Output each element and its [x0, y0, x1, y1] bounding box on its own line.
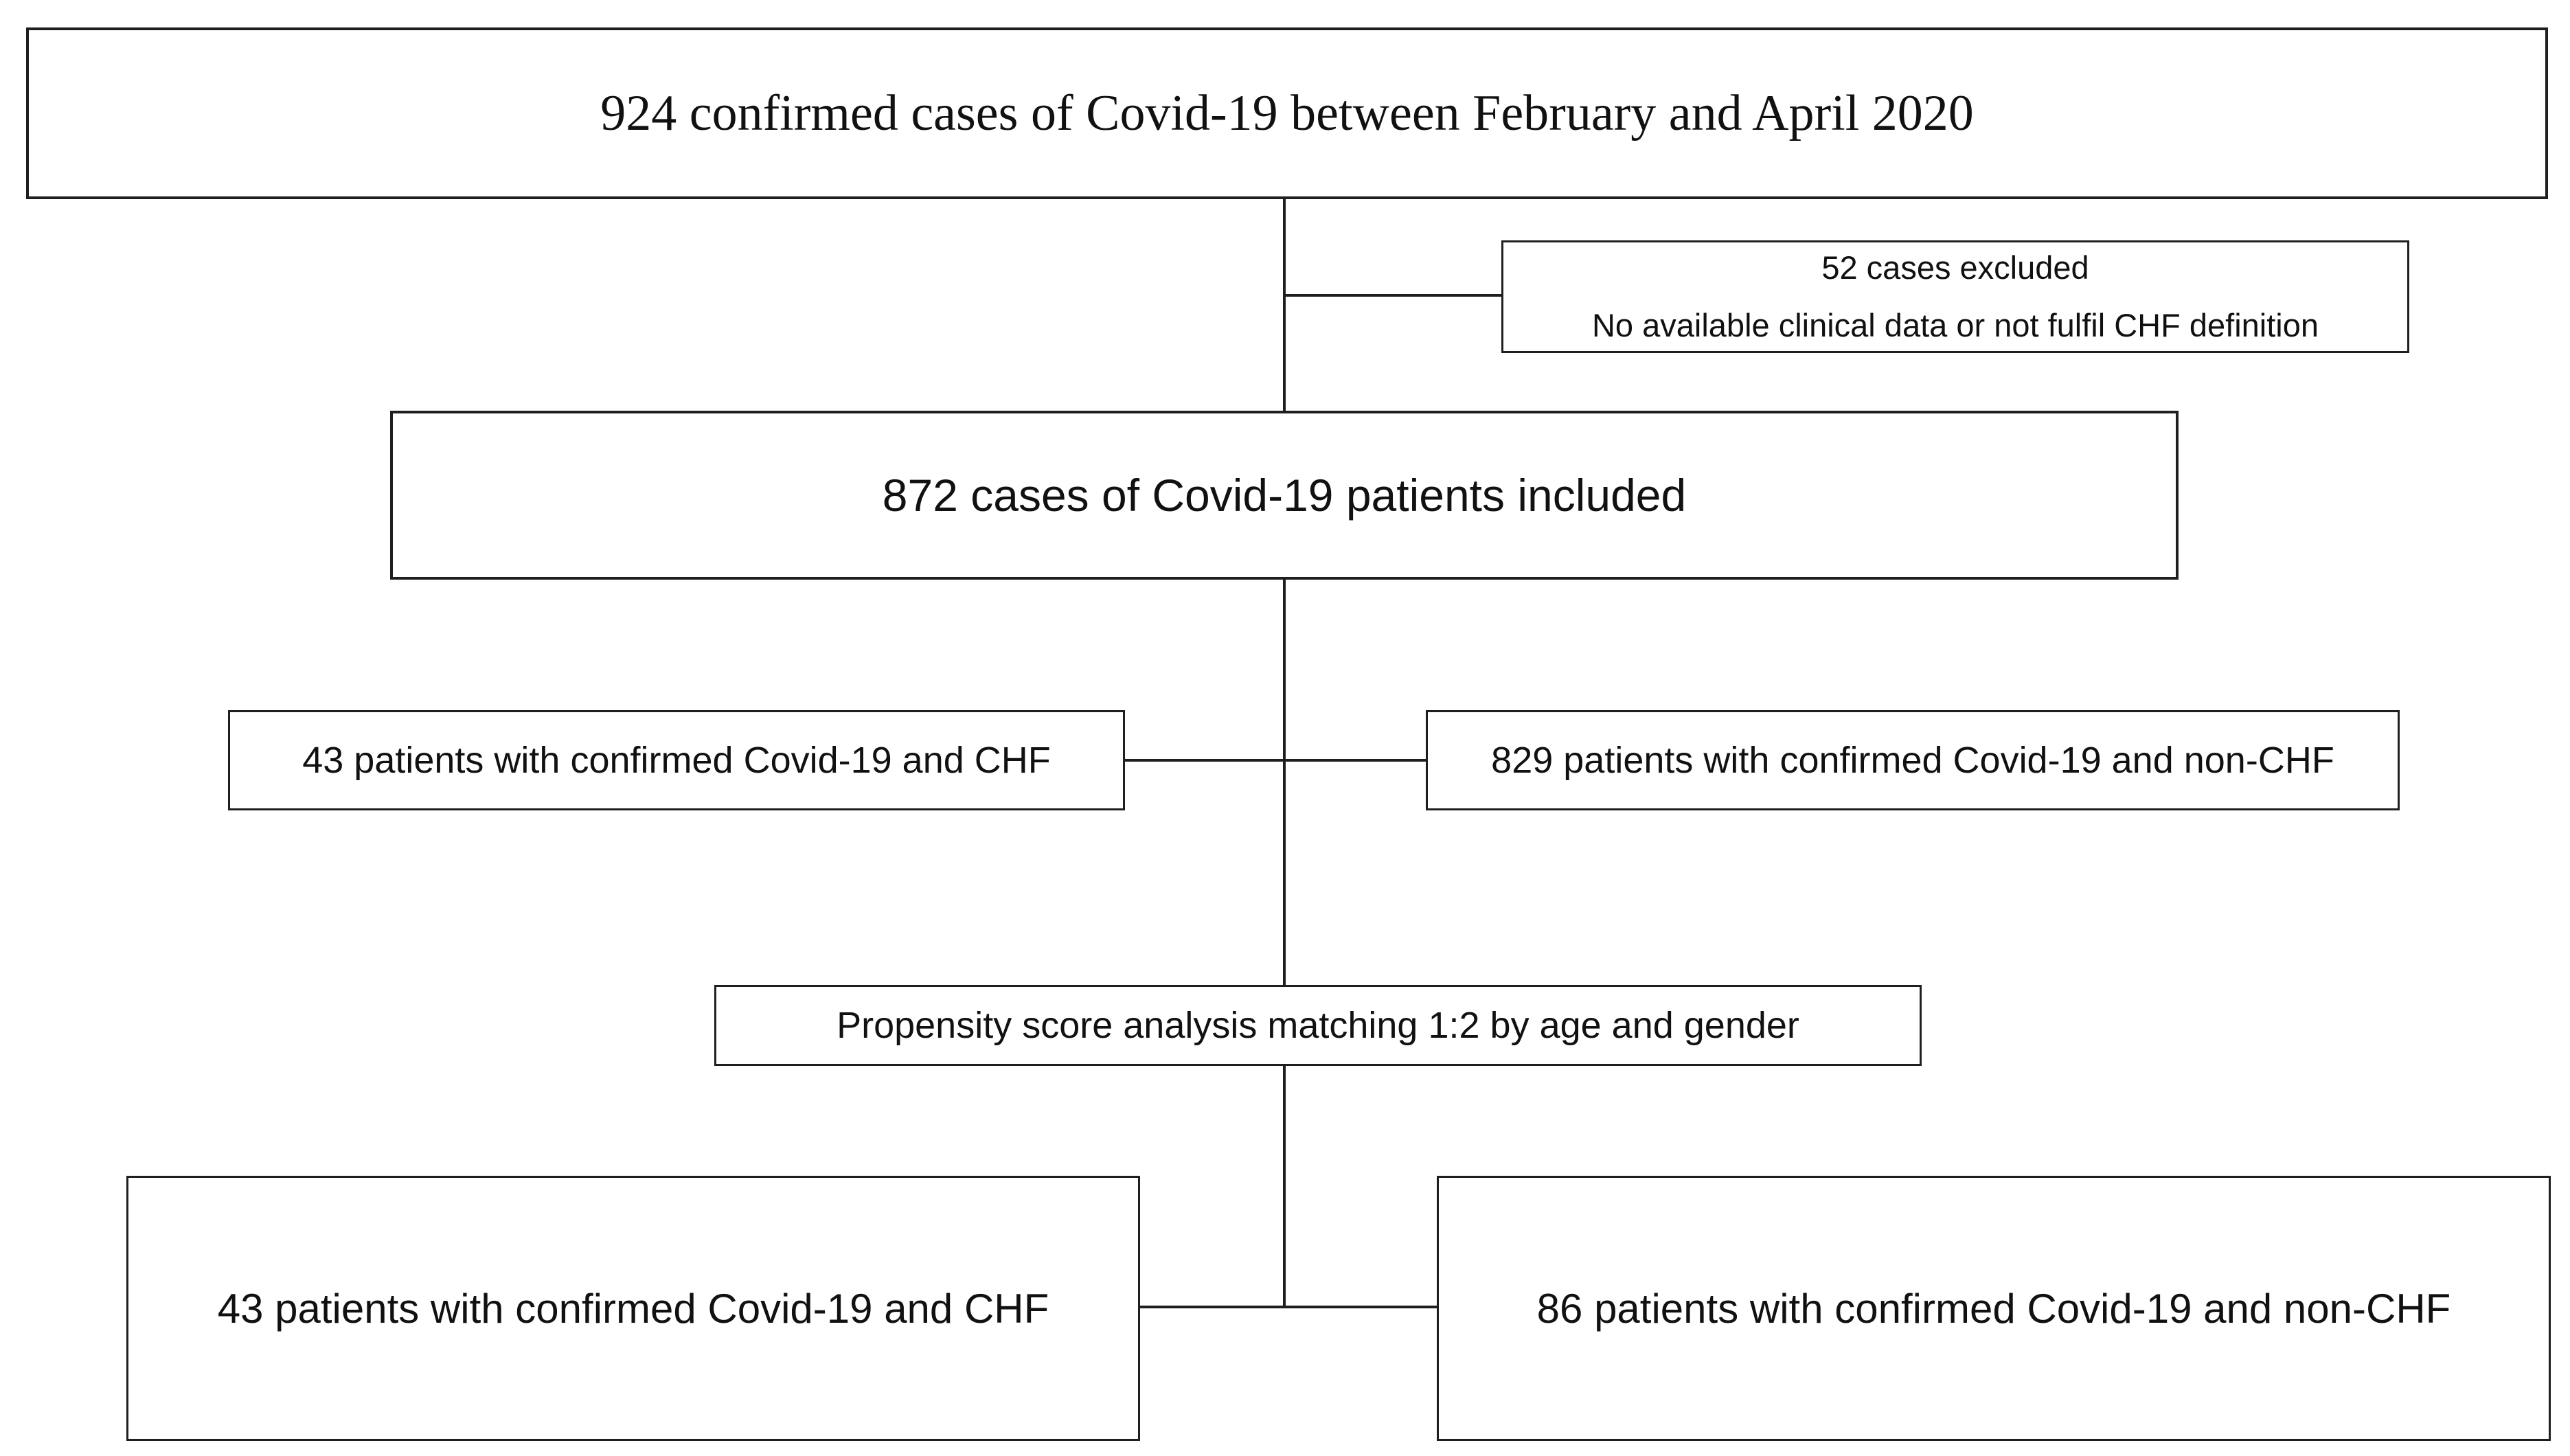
matching-box: Propensity score analysis matching 1:2 b… [714, 985, 1922, 1066]
connector-top-to-included [1283, 198, 1286, 412]
included-box-text: 872 cases of Covid-19 patients included [882, 470, 1687, 521]
excluded-reason-text: No available clinical data or not fulfil… [1591, 307, 2319, 343]
matched-non-chf-box-text: 86 patients with confirmed Covid-19 and … [1536, 1285, 2451, 1332]
non-chf-box-text: 829 patients with confirmed Covid-19 and… [1491, 740, 2334, 781]
matched-non-chf-box: 86 patients with confirmed Covid-19 and … [1437, 1176, 2551, 1441]
connector-chf-non-chf [1125, 759, 1427, 762]
connector-results-horizontal [1139, 1306, 1438, 1308]
top-box-text: 924 confirmed cases of Covid-19 between … [600, 84, 1974, 141]
chf-box: 43 patients with confirmed Covid-19 and … [228, 710, 1125, 810]
connector-matching-to-results [1283, 1064, 1286, 1308]
excluded-count-text: 52 cases excluded [1821, 249, 2089, 286]
chf-box-text: 43 patients with confirmed Covid-19 and … [302, 740, 1051, 781]
connector-included-to-matching [1283, 578, 1286, 986]
matched-chf-box-text: 43 patients with confirmed Covid-19 and … [217, 1285, 1049, 1332]
non-chf-box: 829 patients with confirmed Covid-19 and… [1426, 710, 2400, 810]
connector-to-excluded [1283, 294, 1503, 297]
matched-chf-box: 43 patients with confirmed Covid-19 and … [126, 1176, 1140, 1441]
excluded-box: 52 cases excluded No available clinical … [1501, 240, 2409, 353]
matching-box-text: Propensity score analysis matching 1:2 b… [837, 1005, 1799, 1046]
top-box: 924 confirmed cases of Covid-19 between … [26, 27, 2548, 199]
included-box: 872 cases of Covid-19 patients included [390, 411, 2179, 580]
